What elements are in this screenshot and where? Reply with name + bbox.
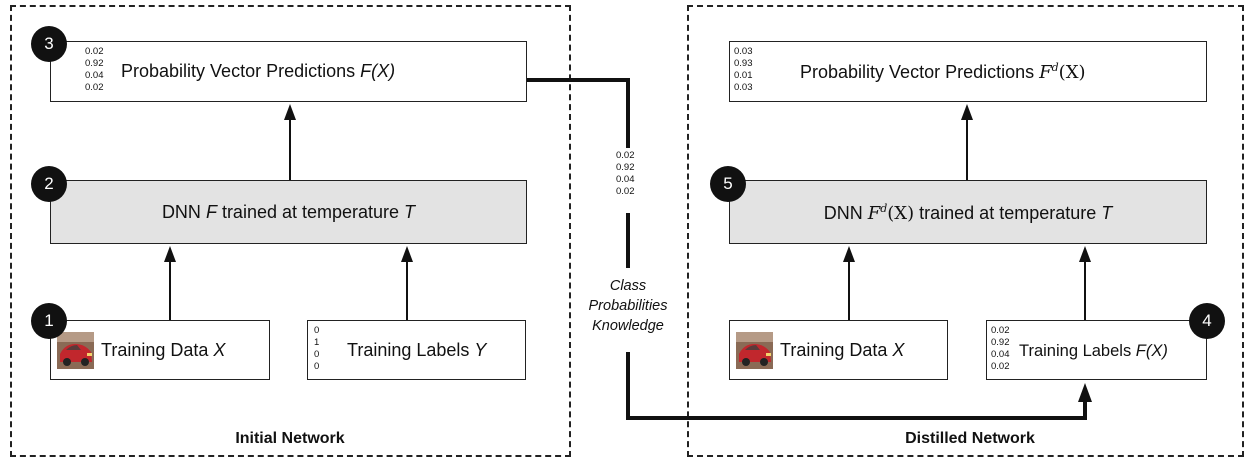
distilled-training-labels-probs: 0.02 0.92 0.04 0.02 <box>991 325 1010 372</box>
distilled-network-caption: Distilled Network <box>905 430 1035 447</box>
step-3-badge: 3 <box>31 26 67 62</box>
initial-training-data-label: Training Data X <box>101 340 226 360</box>
arrowhead-icon <box>164 246 176 262</box>
distilled-predictions-probs: 0.03 0.93 0.01 0.03 <box>734 46 753 93</box>
initial-training-labels-box: 0 1 0 0 Training Labels Y <box>307 320 526 380</box>
step-2-badge: 2 <box>31 166 67 202</box>
transfer-path-bottom <box>626 352 1087 420</box>
distilled-predictions-box: 0.03 0.93 0.01 0.03 Probability Vector P… <box>729 41 1207 102</box>
initial-training-labels-label: Training Labels Y <box>347 340 487 360</box>
distilled-training-labels-box: 0.02 0.92 0.04 0.02 Training Labels F(X) <box>986 320 1207 380</box>
distilled-training-labels-label: Training Labels F(X) <box>1019 342 1168 360</box>
initial-predictions-label: Probability Vector Predictions F(X) <box>121 61 396 81</box>
step-5-badge: 5 <box>710 166 746 202</box>
initial-network-caption: Initial Network <box>235 430 345 447</box>
step-1-badge: 1 <box>31 303 67 339</box>
initial-dnn-box: DNN F trained at temperature T <box>50 180 527 244</box>
transfer-probs: 0.02 0.92 0.04 0.02 <box>616 150 635 197</box>
red-car-photo-icon <box>57 332 94 369</box>
arrowhead-icon <box>284 104 296 120</box>
initial-training-data-box: Training Data X <box>50 320 270 380</box>
step-4-badge: 4 <box>1189 303 1225 339</box>
arrowhead-icon <box>961 104 973 120</box>
initial-network-frame <box>10 5 571 457</box>
initial-dnn-label: DNN F trained at temperature T <box>161 202 416 222</box>
distilled-training-data-label: Training Data X <box>780 340 905 360</box>
distilled-network-frame <box>687 5 1244 457</box>
arrowhead-icon <box>843 246 855 262</box>
arrowhead-icon <box>1078 383 1092 402</box>
initial-predictions-box: 0.02 0.92 0.04 0.02 Probability Vector P… <box>50 41 527 102</box>
knowledge-label: Class Probabilities Knowledge <box>588 278 668 334</box>
red-car-photo-icon <box>736 332 773 369</box>
distilled-training-data-box: Training Data X <box>729 320 948 380</box>
arrowhead-icon <box>401 246 413 262</box>
initial-training-labels-probs: 0 1 0 0 <box>314 325 320 372</box>
transfer-path-top <box>527 78 630 148</box>
initial-predictions-probs: 0.02 0.92 0.04 0.02 <box>85 46 104 93</box>
distilled-dnn-label: DNN Fd(X) trained at temperature T <box>823 202 1113 224</box>
distilled-dnn-box: DNN Fd(X) trained at temperature T <box>729 180 1207 244</box>
arrowhead-icon <box>1079 246 1091 262</box>
distilled-predictions-label: Probability Vector Predictions Fd(X) <box>800 61 1086 83</box>
